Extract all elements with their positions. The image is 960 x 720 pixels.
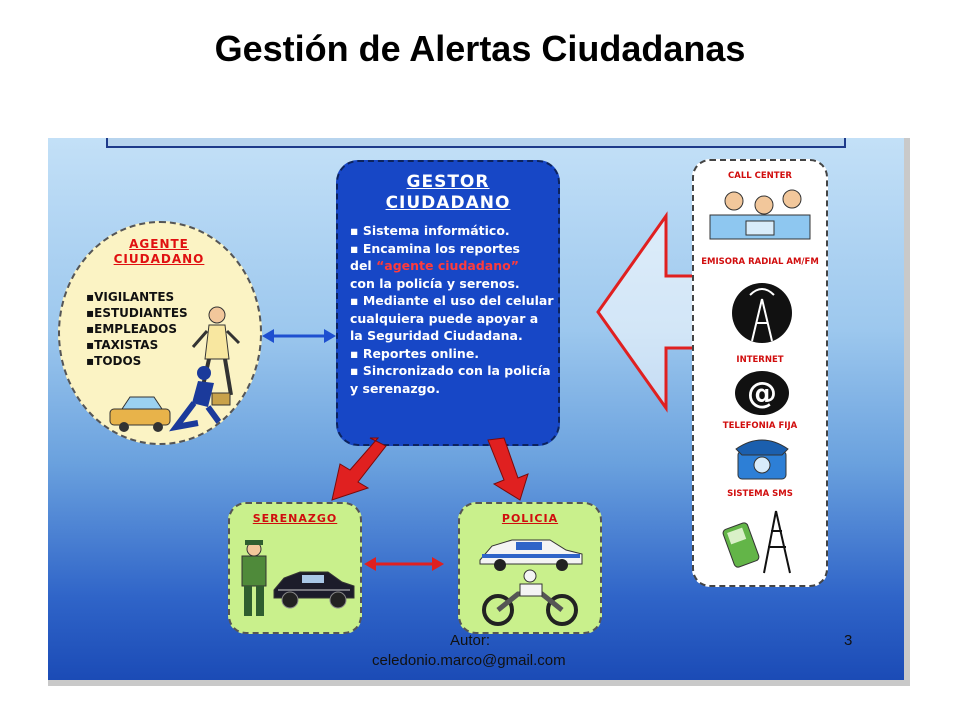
serenazgo-box: SERENAZGO [228,502,362,634]
gestor-to-serenazgo-arrow [331,437,387,501]
serenazgo-policia-arrow [364,557,444,571]
agent-item: ▪EMPLEADOS [86,322,178,336]
call-center-icon [709,189,811,240]
at-sign-icon: @ [735,371,789,415]
gestor-item: con la policía y serenos. [350,275,520,291]
taxi-icon [109,396,171,432]
channel-label-telephone: TELEFONIA FIJA [722,421,798,431]
guard-icon [241,540,267,616]
slide-top-bar [106,138,846,148]
agent-item: ▪ESTUDIANTES [86,306,188,320]
gestor-item: del “agente ciudadano” [350,257,555,275]
page-number: 3 [844,632,853,649]
gestor-item: ▪ Sincronizado con la policía y serenazg… [350,363,551,396]
serenazgo-title: SERENAZGO [252,512,338,525]
gestor-item-highlight: “agente ciudadano” [376,258,519,273]
policia-box: POLICIA [458,502,602,634]
channel-label-call-center: CALL CENTER [728,171,792,181]
gestor-item: ▪ Mediante el uso del celular cualquiera… [350,293,554,343]
police-motorcycle-icon [482,569,578,626]
channels-panel: CALL CENTER EMISORA RADIAL AM/FM INTERNE… [692,159,828,587]
agent-oval: AGENTE CIUDADANO ▪VIGILANTES ▪ESTUDIANTE… [58,221,262,445]
telephone-icon [735,439,789,480]
agent-title: AGENTE CIUDADANO [113,237,205,266]
gestor-title-line2: CIUDADANO [385,193,511,213]
channel-label-sms: SISTEMA SMS [727,489,793,499]
agent-item: ▪VIGILANTES [86,290,175,304]
channels-to-gestor-arrow [596,211,696,413]
patrol-car-icon [273,571,355,609]
agent-gestor-arrow [262,329,336,343]
gestor-item: ▪ Encamina los reportes [350,240,521,256]
running-person-icon [169,366,231,432]
gestor-item: ▪ Sistema informático. [350,223,510,238]
gestor-list: ▪ Sistema informático. ▪ Encamina los re… [350,222,555,397]
diagram-slide: AGENTE CIUDADANO ▪VIGILANTES ▪ESTUDIANTE… [48,138,910,686]
author-email: celedonio.marco@gmail.com [372,652,566,669]
gestor-item-prefix: del [350,258,372,273]
agent-list: ▪VIGILANTES ▪ESTUDIANTES ▪EMPLEADOS ▪TAX… [86,289,188,369]
channel-label-internet: INTERNET [736,355,784,365]
police-car-icon [479,539,583,571]
radio-antenna-icon [732,283,792,343]
agent-item: ▪TAXISTAS [86,338,159,352]
page-title: Gestión de Alertas Ciudadanas [214,28,746,69]
agent-item: ▪TODOS [86,354,142,368]
gestor-box: GESTOR CIUDADANO ▪ Sistema informático. … [336,160,560,446]
gestor-to-policia-arrow [487,437,529,501]
policia-title: POLICIA [501,512,559,525]
gestor-title-line1: GESTOR [406,172,490,192]
svg-text:@: @ [747,376,777,411]
pedestrian-icon [191,306,241,396]
channel-label-radio: EMISORA RADIAL AM/FM [701,257,819,267]
gestor-title: GESTOR CIUDADANO [338,172,558,214]
gestor-item: ▪ Reportes online. [350,345,480,361]
author-label: Autor: [450,632,491,649]
mobile-phone-icon [722,510,791,574]
